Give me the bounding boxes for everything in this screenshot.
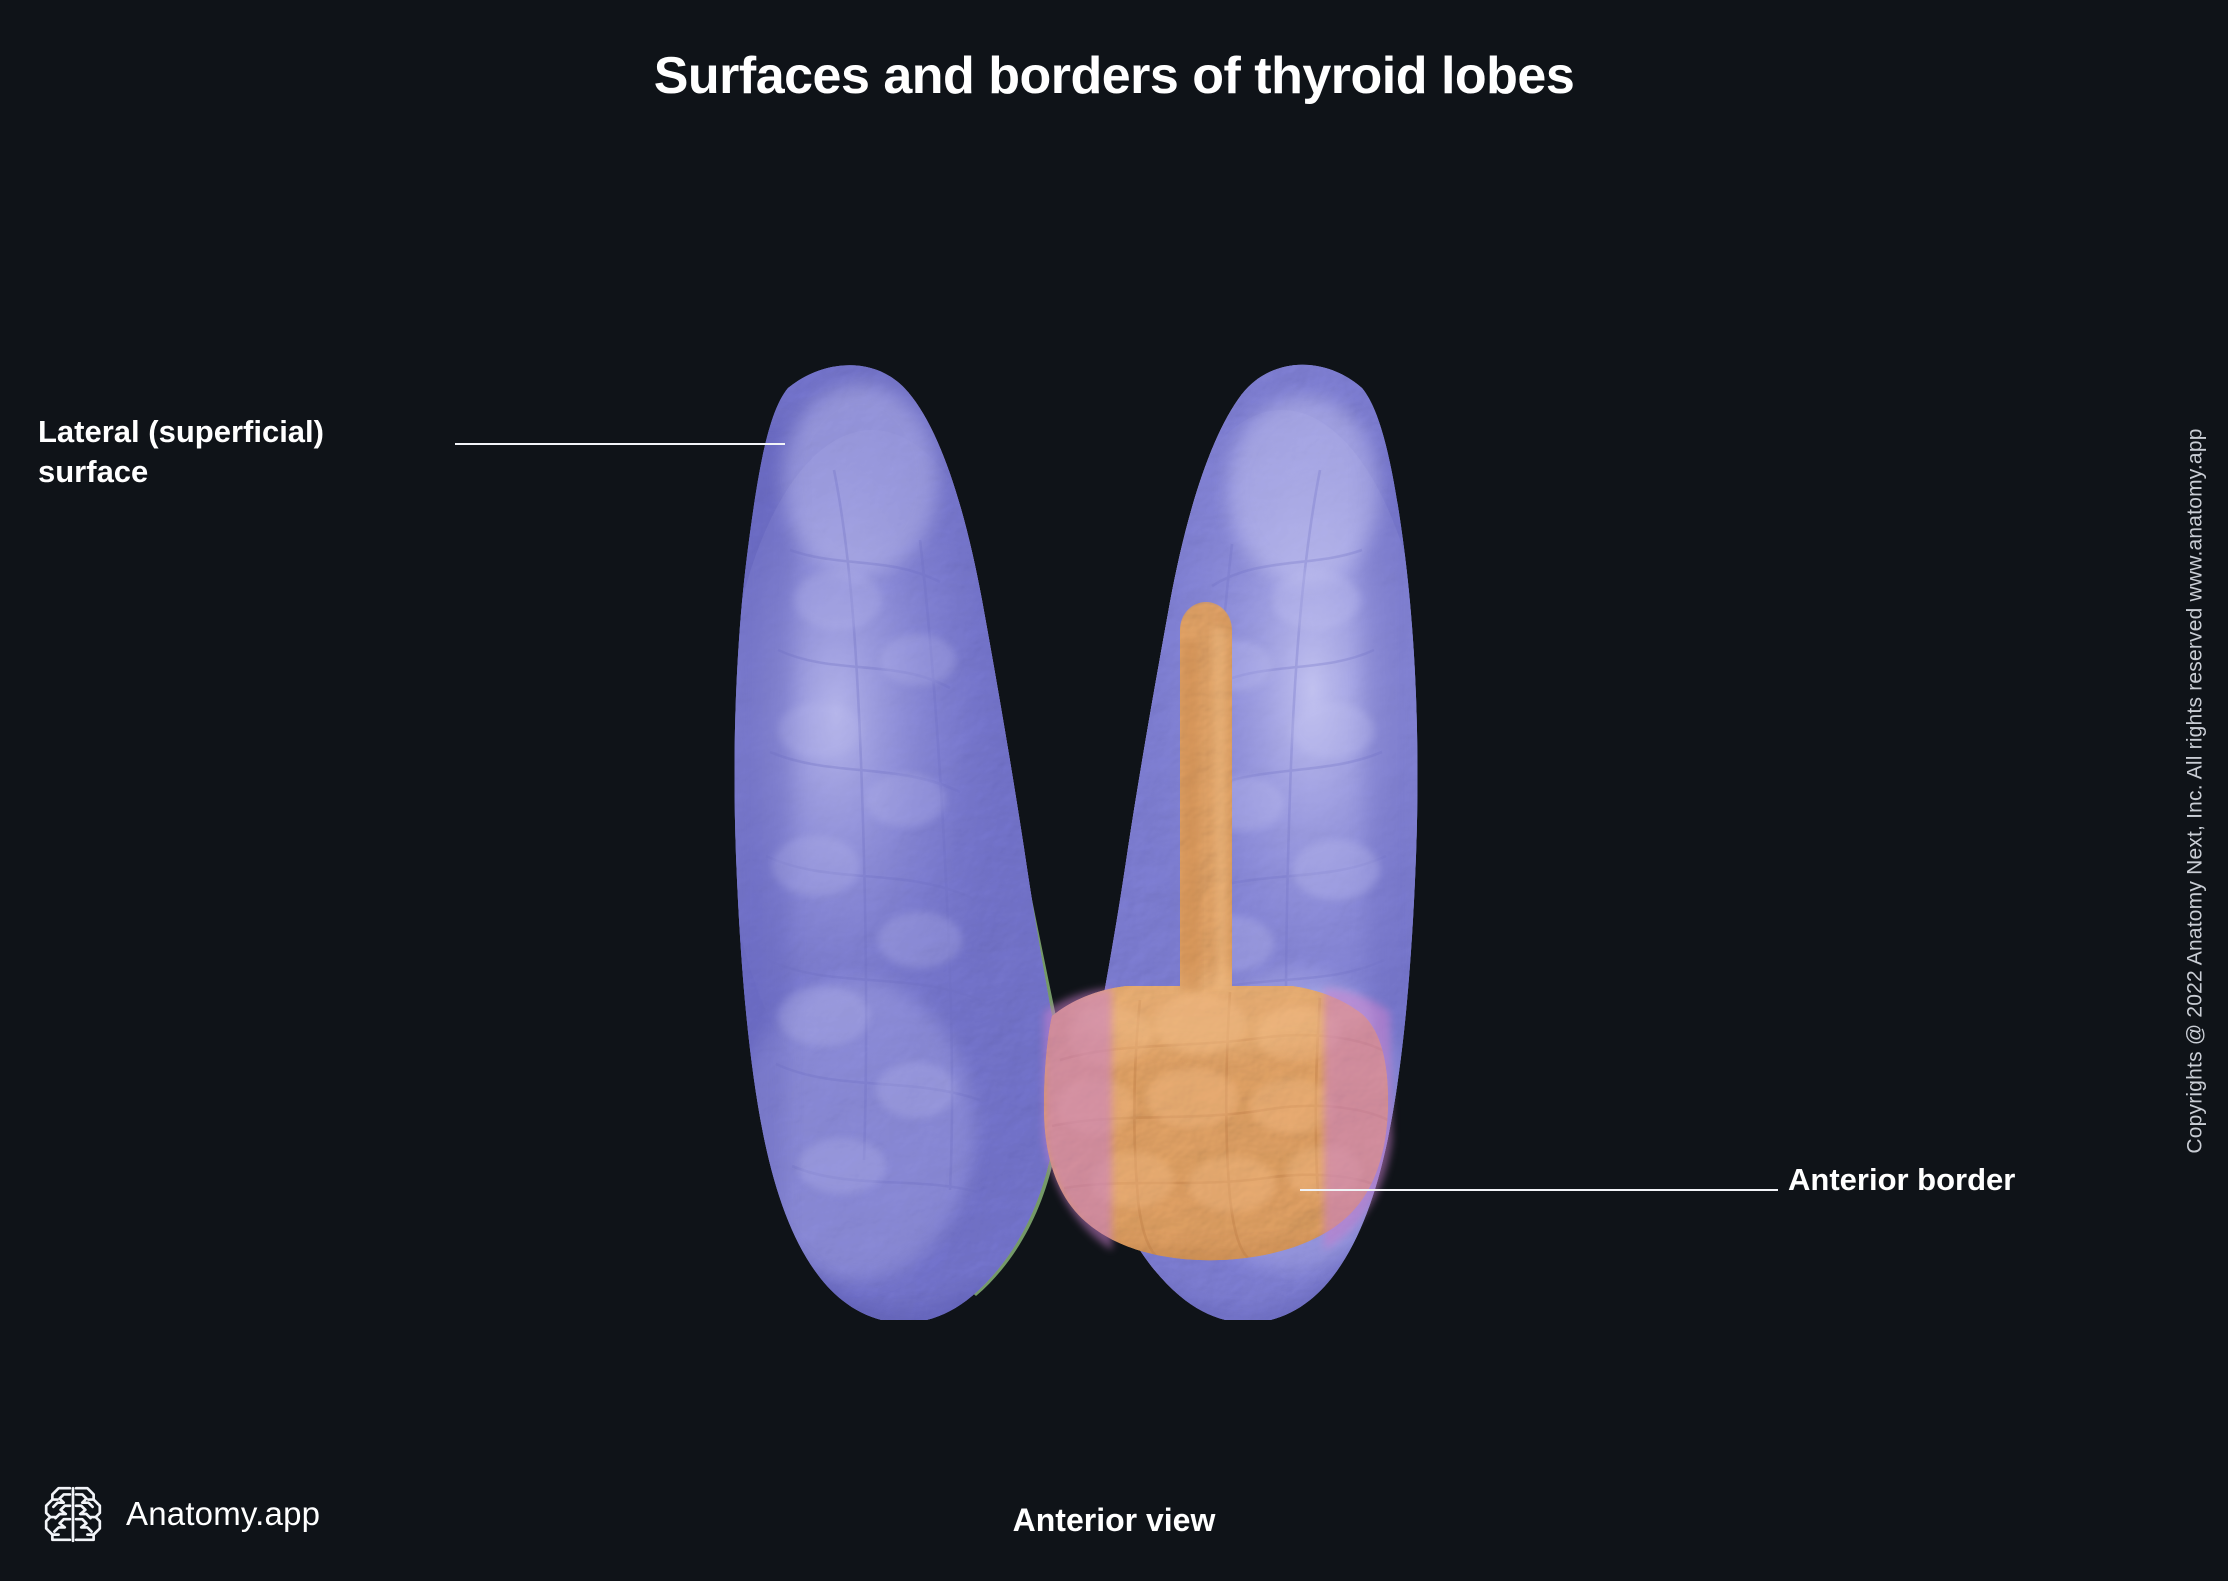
brain-icon <box>44 1486 102 1543</box>
leader-line-anterior-border <box>1300 1189 1778 1191</box>
thyroid-gland-illustration <box>620 300 1520 1320</box>
copyright-text: Copyrights @ 2022 Anatomy Next, Inc. All… <box>2184 427 2208 1154</box>
thyroid-gland-svg <box>734 364 1418 1320</box>
thyroid-right-lobe <box>734 365 1063 1320</box>
brand-logo: Anatomy.app <box>40 1481 320 1547</box>
view-caption: Anterior view <box>1012 1502 1216 1538</box>
anterior-border-blend <box>1044 988 1392 1250</box>
leader-line-lateral-surface <box>455 443 785 445</box>
copyright-notice: Copyrights @ 2022 Anatomy Next, Inc. All… <box>2176 0 2216 1581</box>
brand-name: Anatomy.app <box>126 1495 321 1532</box>
label-anterior-border: Anterior border <box>1788 1162 2016 1197</box>
page-title: Surfaces and borders of thyroid lobes <box>653 47 1575 105</box>
label-lateral-superficial-surface: Lateral (superficial) surface <box>38 414 324 489</box>
